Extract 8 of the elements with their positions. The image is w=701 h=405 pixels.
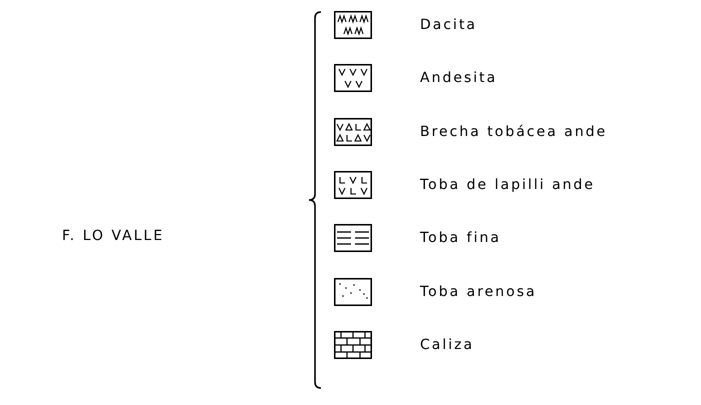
legend-label: Toba de lapilli ande: [420, 176, 595, 193]
legend-label: Toba arenosa: [420, 284, 537, 300]
legend-label: Andesita: [420, 70, 498, 86]
legend-label: Dacita: [420, 17, 478, 33]
legend-label: Brecha tobácea ande: [420, 124, 608, 140]
legend-label: Caliza: [420, 336, 474, 353]
formation-label: F. LO VALLE: [62, 228, 164, 244]
legend-label: Toba fina: [420, 230, 501, 246]
